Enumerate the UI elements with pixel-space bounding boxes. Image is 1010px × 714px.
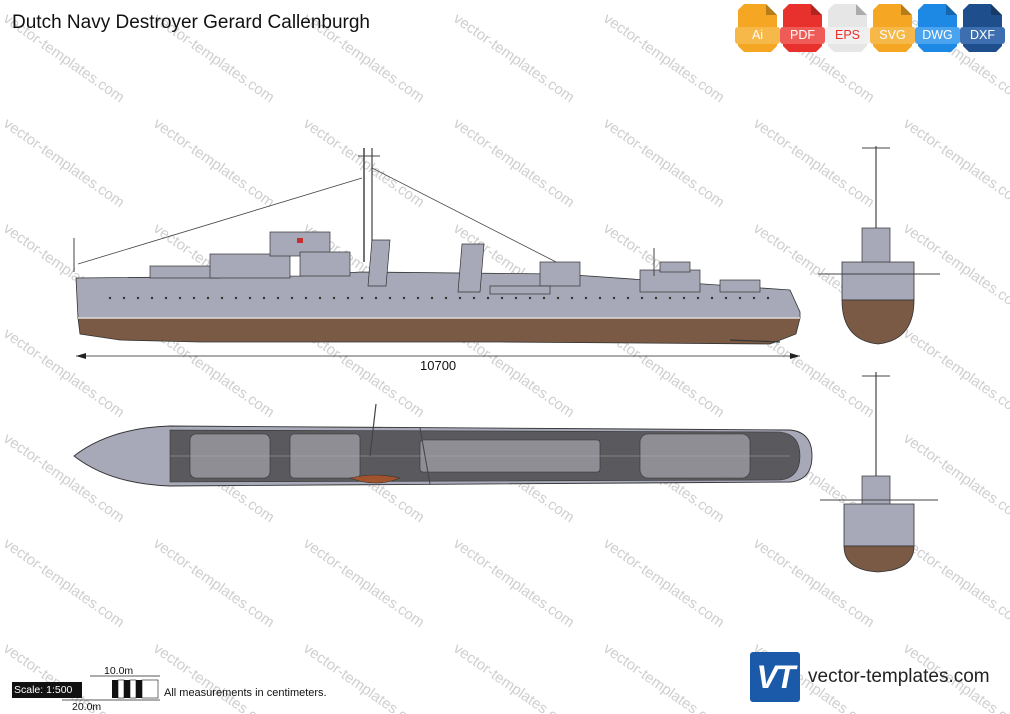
porthole (654, 296, 658, 300)
porthole (122, 296, 126, 300)
porthole (276, 296, 280, 300)
porthole (612, 296, 616, 300)
porthole (486, 296, 490, 300)
measurement-note: All measurements in centimeters. (164, 687, 327, 699)
porthole (178, 296, 182, 300)
porthole (262, 296, 266, 300)
porthole (766, 296, 770, 300)
porthole (206, 296, 210, 300)
porthole (402, 296, 406, 300)
brand-link[interactable]: VT vector-templates.com (750, 652, 990, 702)
porthole (556, 296, 560, 300)
length-dimension: 10700 (420, 358, 457, 373)
side-view (73, 148, 801, 359)
porthole (346, 296, 350, 300)
porthole (458, 296, 462, 300)
top-view (73, 403, 813, 487)
porthole (248, 296, 252, 300)
porthole (444, 296, 448, 300)
porthole (696, 296, 700, 300)
porthole (640, 296, 644, 300)
porthole (332, 296, 336, 300)
porthole (374, 296, 378, 300)
porthole (192, 296, 196, 300)
porthole (304, 296, 308, 300)
porthole (528, 296, 532, 300)
porthole (710, 296, 714, 300)
porthole (542, 296, 546, 300)
rear-view (820, 372, 938, 573)
porthole (136, 296, 140, 300)
scale-label: Scale: 1:500 (14, 684, 73, 696)
porthole (416, 296, 420, 300)
porthole (150, 296, 154, 300)
porthole (234, 296, 238, 300)
porthole (584, 296, 588, 300)
porthole (598, 296, 602, 300)
porthole (570, 296, 574, 300)
scale-bar (12, 675, 160, 701)
brand-name: vector-templates.com (808, 666, 990, 687)
porthole (626, 296, 630, 300)
porthole (108, 296, 112, 300)
ai-file-icon[interactable]: Ai (735, 4, 780, 52)
porthole (514, 296, 518, 300)
porthole (318, 296, 322, 300)
porthole (682, 296, 686, 300)
scale-bottom-measure: 20.0m (72, 701, 102, 713)
pdf-file-icon[interactable]: PDF (780, 4, 825, 52)
porthole (738, 296, 742, 300)
page-title: Dutch Navy Destroyer Gerard Callenburgh (12, 12, 370, 33)
porthole (388, 296, 392, 300)
front-view (818, 146, 940, 345)
porthole (724, 296, 728, 300)
porthole (290, 296, 294, 300)
scale-top-measure: 10.0m (104, 665, 134, 677)
porthole (360, 296, 364, 300)
porthole (668, 296, 672, 300)
porthole (500, 296, 504, 300)
porthole (430, 296, 434, 300)
porthole (164, 296, 168, 300)
porthole (752, 296, 756, 300)
porthole (220, 296, 224, 300)
vt-logo-icon: VT (750, 652, 800, 702)
svg-file-icon[interactable]: SVG (870, 4, 915, 52)
porthole (472, 296, 476, 300)
dxf-file-icon[interactable]: DXF (960, 4, 1005, 52)
dwg-file-icon[interactable]: DWG (915, 4, 960, 52)
eps-file-icon[interactable]: EPS (825, 4, 870, 52)
format-toolbar: Ai PDF EPS SVG DWG DXF (735, 4, 1005, 52)
